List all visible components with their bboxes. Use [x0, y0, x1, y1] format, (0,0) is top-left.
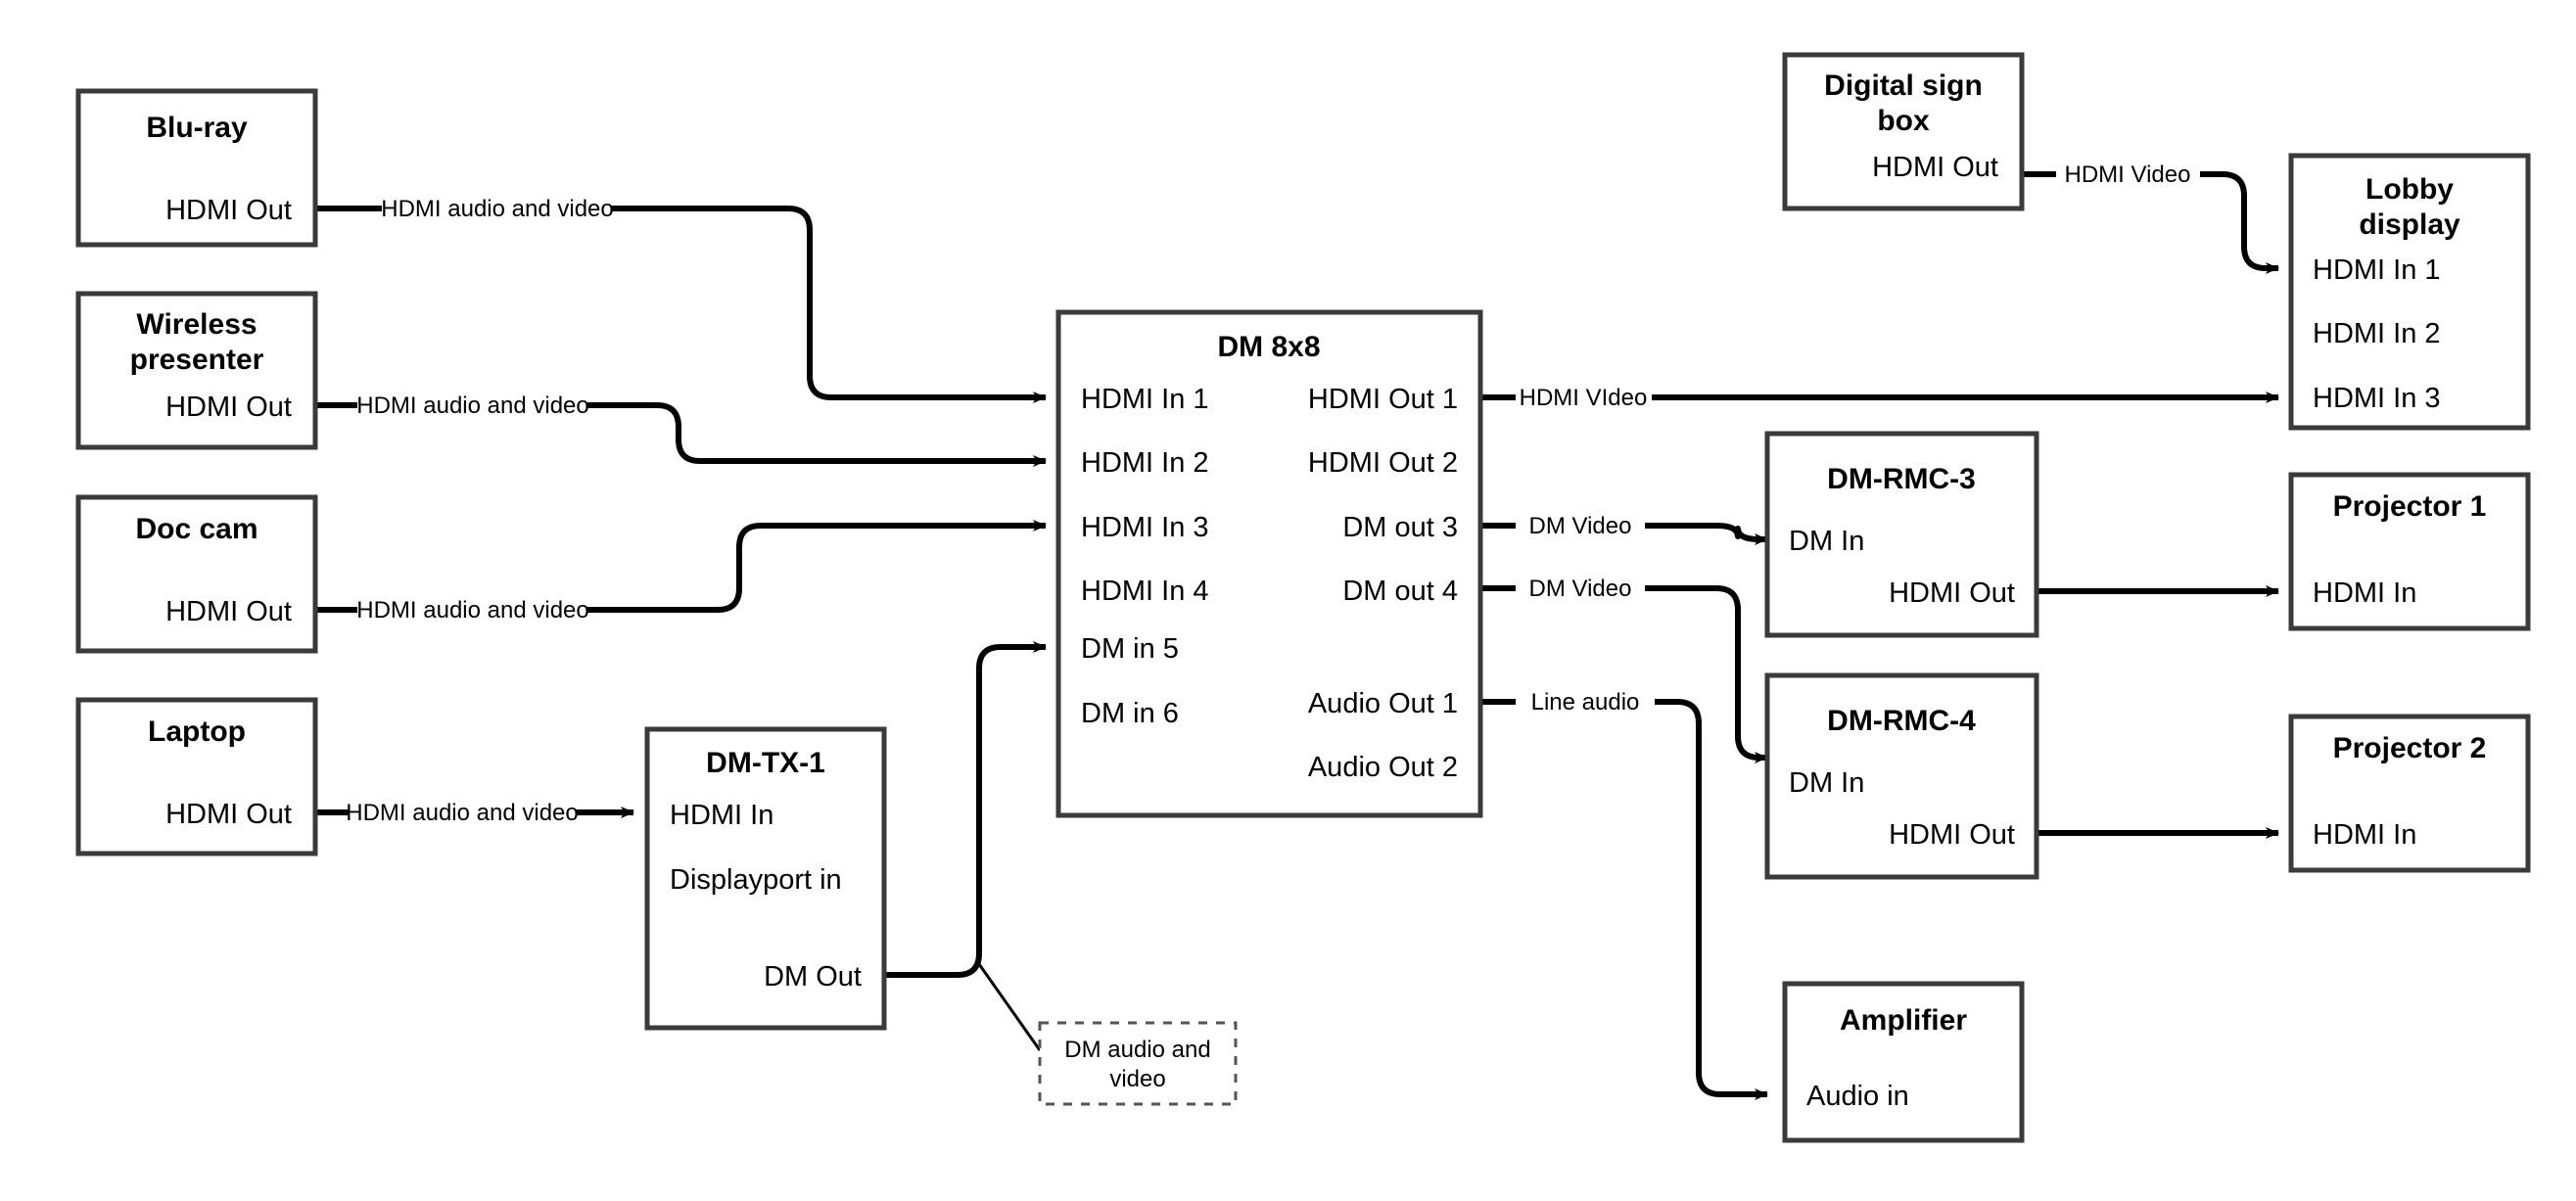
dm-8x8-input-hdmi-in-2: HDMI In 2 [1081, 447, 1209, 479]
lobby-display-input-hdmi-in-1: HDMI In 1 [2313, 254, 2441, 286]
label-dm8x8-to-rmc4: DM Video [1529, 576, 1632, 602]
wire-dm8x8-to-amplifier [1480, 699, 1767, 1094]
callout-dm-audio-video-box [1038, 1021, 1238, 1106]
dm-8x8-box[interactable] [1055, 309, 1483, 818]
wireless-presenter-box[interactable] [75, 291, 318, 450]
dm-rmc-3-port-hdmi-out: HDMI Out [1889, 577, 2015, 609]
wire-digitalsign-to-lobby [2022, 171, 2278, 268]
label-digitalsign-to-lobby: HDMI Video [2065, 162, 2191, 188]
doc-cam-title: Doc cam [135, 513, 258, 545]
callout-dm-audio-video-line2: video [1109, 1066, 1165, 1092]
dm-rmc-3-title: DM-RMC-3 [1827, 463, 1976, 495]
node-dm-8x8[interactable]: DM 8x8 HDMI In 1 HDMI In 2 HDMI In 3 HDM… [1055, 309, 1483, 818]
wire-dmtx1-to-dm8x8 [884, 641, 1047, 978]
dm-tx-1-port-hdmi-in: HDMI In [670, 800, 773, 831]
doc-cam-box[interactable] [75, 494, 318, 654]
doc-cam-port-hdmi-out: HDMI Out [165, 596, 292, 627]
digital-sign-box-title-line1: Digital sign [1824, 69, 1983, 102]
node-digital-sign-box[interactable]: Digital sign box HDMI Out [1782, 52, 2025, 211]
dm-rmc-4-port-dm-in: DM In [1789, 767, 1864, 799]
dm-rmc-3-box[interactable] [1764, 431, 2039, 638]
node-wireless-presenter[interactable]: Wireless presenter HDMI Out [75, 291, 318, 450]
bluray-title: Blu-ray [146, 112, 248, 144]
dm-rmc-4-box[interactable] [1764, 672, 2039, 880]
callout-leader-line [977, 963, 1042, 1051]
amplifier-title: Amplifier [1840, 1004, 1967, 1037]
lobby-display-input-hdmi-in-3: HDMI In 3 [2313, 383, 2441, 414]
digital-sign-box-box[interactable] [1782, 52, 2025, 211]
label-laptop-to-dmtx1: HDMI audio and video [346, 800, 578, 826]
wire-wireless-to-dm8x8 [315, 402, 1046, 461]
laptop-port-hdmi-out: HDMI Out [165, 799, 292, 830]
dm-8x8-output-dm-out-4: DM out 4 [1342, 576, 1458, 607]
dm-8x8-input-dm-in-5: DM in 5 [1081, 633, 1179, 665]
projector-1-port-hdmi-in: HDMI In [2313, 577, 2416, 609]
dm-tx-1-port-displayport-in: Displayport in [670, 864, 842, 896]
node-doc-cam[interactable]: Doc cam HDMI Out [75, 494, 318, 654]
label-dm8x8-to-amplifier: Line audio [1531, 689, 1640, 716]
callout-dm-audio-video: DM audio and video [1038, 1021, 1238, 1106]
projector-2-port-hdmi-in: HDMI In [2313, 819, 2416, 851]
digital-sign-box-port-hdmi-out: HDMI Out [1872, 152, 1998, 183]
amplifier-port-audio-in: Audio in [1806, 1081, 1909, 1112]
wire-bluray-to-dm8x8 [315, 206, 1046, 397]
wireless-presenter-title-line1: Wireless [136, 308, 257, 341]
label-dm8x8-to-rmc3: DM Video [1529, 513, 1632, 539]
projector-1-box[interactable] [2288, 472, 2531, 631]
node-laptop[interactable]: Laptop HDMI Out [75, 697, 318, 856]
lobby-display-title-line2: display [2359, 208, 2460, 241]
dm-8x8-output-audio-out-2: Audio Out 2 [1308, 752, 1458, 783]
dm-8x8-input-hdmi-in-4: HDMI In 4 [1081, 576, 1209, 607]
callout-dm-audio-video-line1: DM audio and [1064, 1037, 1210, 1063]
laptop-title: Laptop [148, 716, 246, 748]
label-dm8x8-to-lobby: HDMI VIdeo [1520, 385, 1648, 411]
node-dm-rmc-3[interactable]: DM-RMC-3 DM In HDMI Out [1764, 431, 2039, 638]
dm-8x8-output-hdmi-out-2: HDMI Out 2 [1308, 447, 1458, 479]
node-bluray[interactable]: Blu-ray HDMI Out [75, 88, 318, 248]
dm-tx-1-box[interactable] [644, 726, 887, 1031]
node-projector-2[interactable]: Projector 2 HDMI In [2288, 714, 2531, 873]
dm-8x8-output-hdmi-out-1: HDMI Out 1 [1308, 384, 1458, 415]
wireless-presenter-port-hdmi-out: HDMI Out [165, 392, 292, 423]
digital-sign-box-title-line2: box [1877, 105, 1930, 137]
node-dm-rmc-4[interactable]: DM-RMC-4 DM In HDMI Out [1764, 672, 2039, 880]
bluray-port-hdmi-out: HDMI Out [165, 195, 292, 226]
label-wireless-to-dm8x8: HDMI audio and video [356, 393, 588, 419]
projector-1-title: Projector 1 [2333, 490, 2487, 523]
amplifier-box[interactable] [1782, 981, 2025, 1143]
node-lobby-display[interactable]: Lobby display HDMI In 1 HDMI In 2 HDMI I… [2288, 153, 2531, 431]
projector-2-box[interactable] [2288, 714, 2531, 873]
wire-doccam-to-dm8x8 [315, 526, 1046, 613]
connector-layer [315, 171, 2278, 1094]
lobby-display-title-line1: Lobby [2365, 173, 2454, 206]
laptop-box[interactable] [75, 697, 318, 856]
label-doccam-to-dm8x8: HDMI audio and video [356, 597, 588, 624]
dm-8x8-output-audio-out-1: Audio Out 1 [1308, 688, 1458, 719]
connector-label-layer: HDMI audio and video HDMI audio and vide… [346, 162, 2190, 826]
dm-8x8-output-dm-out-3: DM out 3 [1342, 512, 1458, 543]
dm-8x8-input-hdmi-in-3: HDMI In 3 [1081, 512, 1209, 543]
node-projector-1[interactable]: Projector 1 HDMI In [2288, 472, 2531, 631]
dm-rmc-4-port-hdmi-out: HDMI Out [1889, 819, 2015, 851]
label-bluray-to-dm8x8: HDMI audio and video [381, 196, 613, 222]
projector-2-title: Projector 2 [2333, 732, 2487, 764]
node-dm-tx-1[interactable]: DM-TX-1 HDMI In Displayport in DM Out [644, 726, 887, 1031]
dm-8x8-title: DM 8x8 [1217, 331, 1320, 363]
wire-dm8x8-to-rmc4 [1480, 585, 1767, 758]
lobby-display-box[interactable] [2288, 153, 2531, 431]
dm-8x8-input-dm-in-6: DM in 6 [1081, 698, 1179, 729]
dm-tx-1-port-dm-out: DM Out [764, 961, 862, 993]
bluray-box[interactable] [75, 88, 318, 248]
wireless-presenter-title-line2: presenter [130, 344, 264, 376]
dm-rmc-4-title: DM-RMC-4 [1827, 705, 1976, 737]
dm-8x8-input-hdmi-in-1: HDMI In 1 [1081, 384, 1209, 415]
wire-dm8x8-to-rmc3 [1480, 523, 1767, 539]
node-amplifier[interactable]: Amplifier Audio in [1782, 981, 2025, 1143]
dm-tx-1-title: DM-TX-1 [706, 747, 825, 779]
lobby-display-input-hdmi-in-2: HDMI In 2 [2313, 318, 2441, 349]
dm-rmc-3-port-dm-in: DM In [1789, 526, 1864, 557]
